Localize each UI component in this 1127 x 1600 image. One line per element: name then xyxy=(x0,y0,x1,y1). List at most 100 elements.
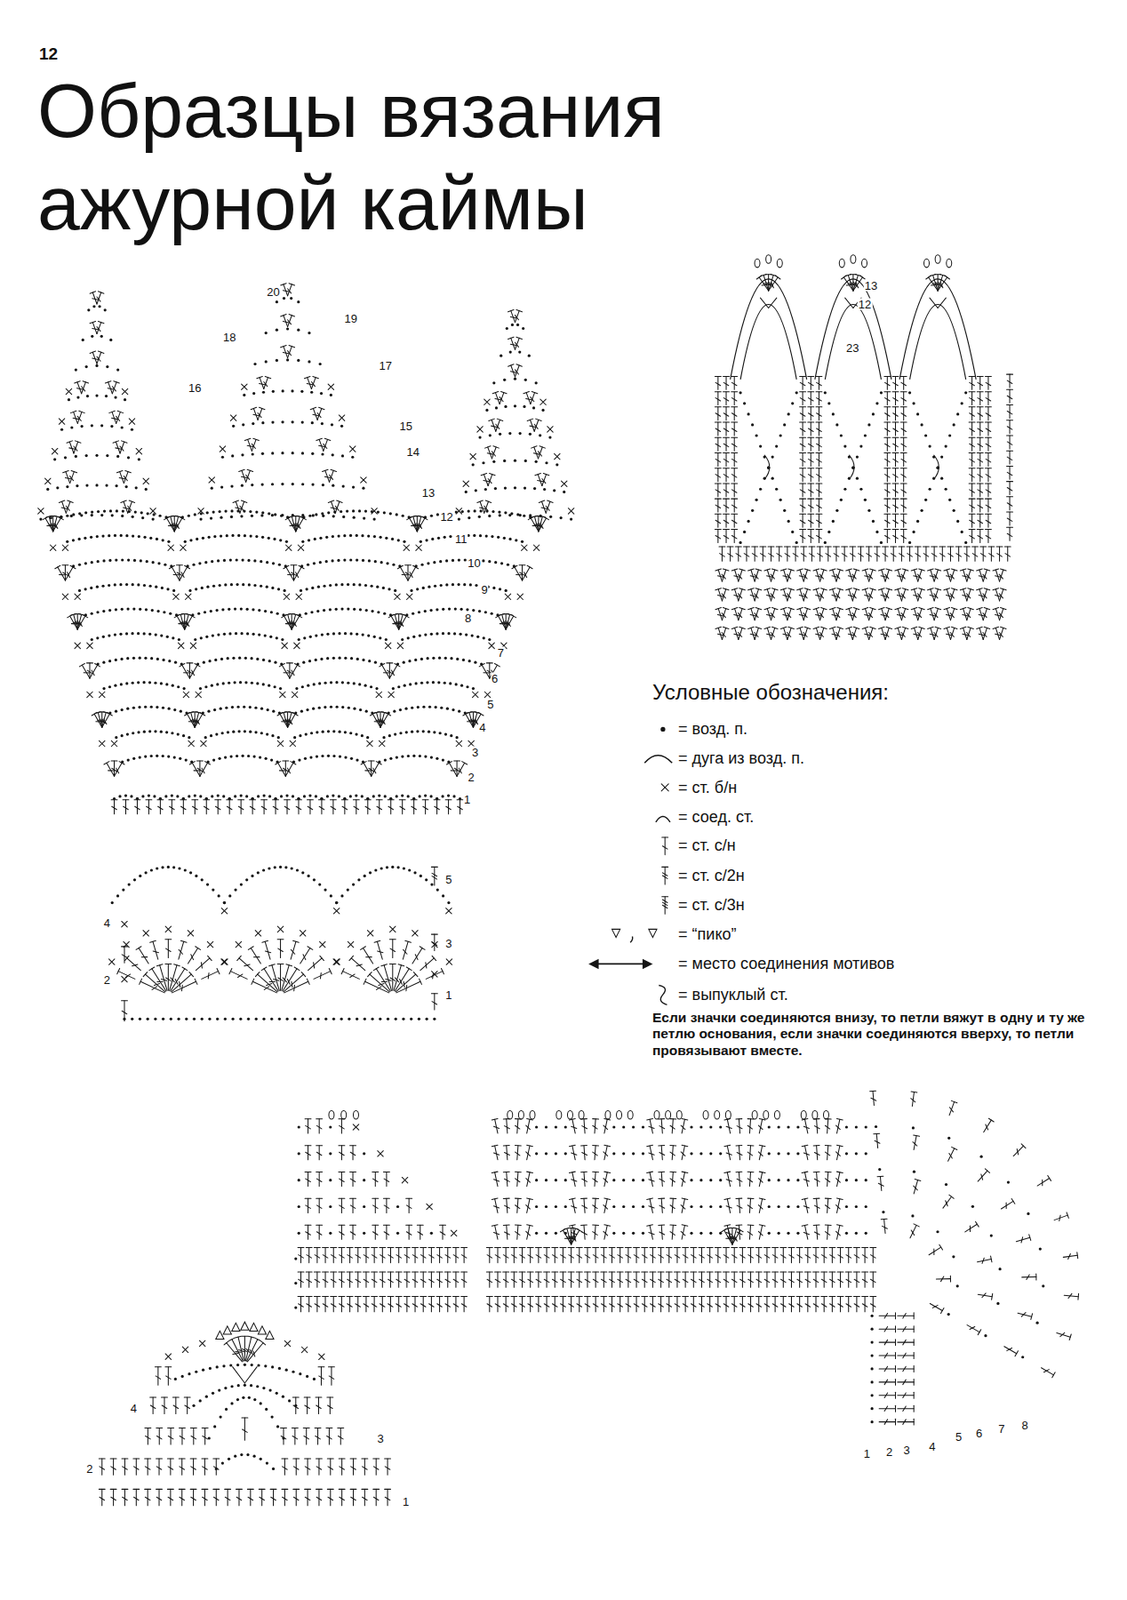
chain-dot xyxy=(120,760,124,764)
chain-dot xyxy=(351,509,355,512)
chain-dot xyxy=(335,680,338,684)
chain-dot xyxy=(206,585,209,589)
chain-dot xyxy=(449,656,453,660)
chain-dot xyxy=(514,538,518,542)
chain-dot xyxy=(562,490,566,494)
chain-dot xyxy=(383,612,386,616)
chain-dot xyxy=(216,632,220,636)
chain-dot xyxy=(230,484,233,488)
chain-dot xyxy=(521,327,525,330)
chain-dot xyxy=(163,563,167,567)
chain-dot xyxy=(264,359,268,363)
chain-dot xyxy=(67,398,71,401)
chain-dot xyxy=(231,534,234,537)
chain-dot xyxy=(125,534,128,537)
stitch-line xyxy=(534,447,539,459)
chain-dot xyxy=(291,513,295,517)
stitch-line xyxy=(259,377,264,390)
stitch-line xyxy=(407,567,416,581)
chain-dot xyxy=(205,797,208,800)
chain-dot xyxy=(314,512,318,516)
chain-dot xyxy=(541,408,544,412)
chain-dot xyxy=(260,731,264,735)
chain-dot xyxy=(131,583,135,586)
chain-dot xyxy=(253,754,256,758)
stitch-line xyxy=(543,516,550,520)
chain-dot xyxy=(548,436,552,440)
chain-dot xyxy=(490,612,494,616)
stitch-line xyxy=(107,388,113,390)
chain-dot xyxy=(485,408,488,412)
chain-dot xyxy=(414,681,417,685)
chain-dot xyxy=(310,731,313,735)
chain-dot xyxy=(293,735,296,739)
chain-dot xyxy=(295,662,299,665)
chain-dot xyxy=(364,583,368,587)
chain-dot xyxy=(319,536,322,540)
stitch-line xyxy=(832,589,837,601)
chain-dot xyxy=(354,793,358,797)
chain-dot xyxy=(343,656,347,660)
chain-dot xyxy=(433,584,437,588)
chain-dot xyxy=(460,684,464,688)
chain-dot xyxy=(420,681,424,685)
chain-dot xyxy=(435,757,439,760)
chain-dot xyxy=(549,515,552,519)
chain-dot xyxy=(165,682,168,686)
chain-dot xyxy=(367,534,370,537)
chain-dot xyxy=(147,793,151,797)
chain-dot xyxy=(285,793,288,797)
chain-dot xyxy=(187,794,191,798)
chain-dot xyxy=(210,684,214,688)
chain-dot xyxy=(271,561,275,565)
chain-dot xyxy=(432,560,436,564)
chain-dot xyxy=(141,794,144,798)
chain-dot xyxy=(435,631,439,635)
stitch-line xyxy=(123,476,128,481)
chain-dot xyxy=(343,558,346,561)
stitch-line xyxy=(914,608,919,621)
chain-dot xyxy=(310,391,313,394)
chain-dot xyxy=(364,510,368,513)
chain-dot xyxy=(412,797,416,800)
chain-dot xyxy=(231,656,235,660)
chain-dot xyxy=(492,381,496,384)
stitch-line xyxy=(494,663,500,666)
chain-dot xyxy=(250,656,254,660)
chain-dot xyxy=(448,535,452,538)
chain-dot xyxy=(103,510,106,513)
stitch-line xyxy=(317,412,321,417)
chain-dot xyxy=(247,559,250,562)
chain-dot xyxy=(484,610,488,614)
chain-dot xyxy=(379,535,383,539)
stitch-line xyxy=(815,608,820,621)
chain-dot xyxy=(471,463,475,466)
chain-dot xyxy=(460,607,464,611)
chain-dot xyxy=(154,585,158,589)
chain-dot xyxy=(346,583,350,586)
chain-dot xyxy=(457,710,461,713)
chain-dot xyxy=(113,534,117,537)
stitch-line xyxy=(979,627,984,640)
chain-dot xyxy=(271,451,274,455)
chain-dot xyxy=(407,636,410,640)
stitch-line xyxy=(479,507,486,509)
chain-dot xyxy=(418,794,422,798)
chain-dot xyxy=(248,510,252,513)
chain-dot xyxy=(132,607,136,610)
chain-dot xyxy=(145,559,149,563)
chain-dot xyxy=(257,608,261,612)
chain-dot xyxy=(241,583,245,586)
chain-dot xyxy=(83,536,87,540)
stitch-line xyxy=(499,397,504,402)
chain-dot xyxy=(405,613,408,616)
chain-dot xyxy=(173,708,176,712)
stitch-line xyxy=(783,608,788,621)
stitch-line xyxy=(263,382,268,387)
chain-dot xyxy=(105,365,109,368)
chain-dot xyxy=(80,424,84,428)
chain-dot xyxy=(39,517,42,520)
chain-dot xyxy=(397,685,400,688)
chain-dot xyxy=(166,587,169,591)
chain-dot xyxy=(332,729,336,733)
